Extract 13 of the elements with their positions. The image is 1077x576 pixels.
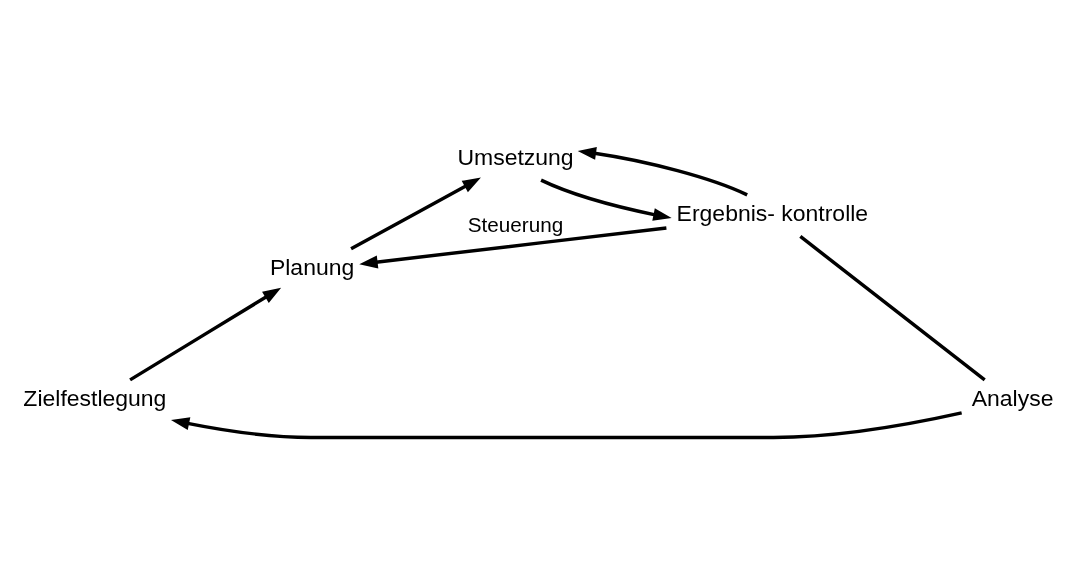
arrow — [577, 147, 748, 197]
arrow — [540, 178, 672, 221]
node-text: Umsetzung — [457, 144, 574, 171]
node-text: Zielfestlegung — [23, 385, 167, 412]
node-text: Planung — [269, 254, 355, 281]
arrow — [129, 287, 282, 382]
arrow — [171, 411, 962, 440]
connector — [799, 235, 986, 382]
arrow — [359, 226, 667, 269]
node-text: Ergebnis- kontrolle — [676, 200, 869, 227]
arrow — [350, 177, 481, 251]
node-text: Analyse — [971, 385, 1054, 412]
edge-label: Steuerung — [467, 213, 564, 237]
